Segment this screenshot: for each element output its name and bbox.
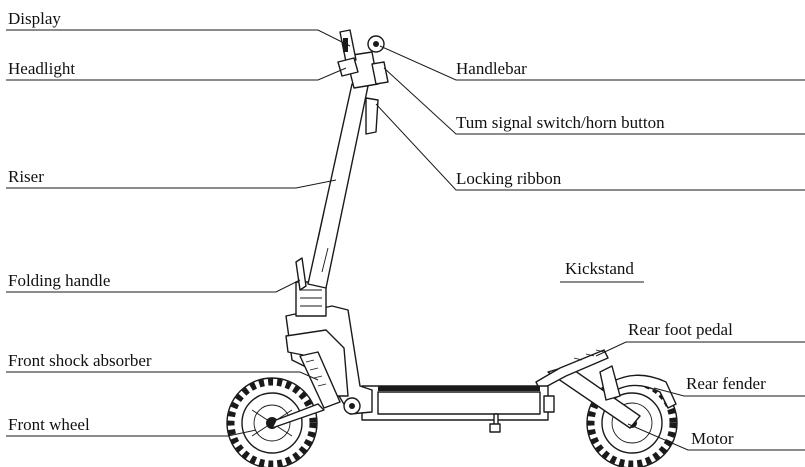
leader-front-shock	[6, 371, 319, 381]
label-turn-signal-switch: Tum signal switch/horn button	[456, 113, 665, 132]
leader-folding-handle	[6, 279, 301, 293]
front-shock-absorber	[271, 351, 341, 429]
kickstand	[489, 413, 501, 433]
leader-headlight	[6, 67, 347, 81]
leader-rear-fender	[653, 387, 805, 397]
headlight-unit	[337, 57, 359, 77]
riser-stem	[307, 83, 379, 289]
label-headlight: Headlight	[8, 59, 75, 78]
label-handlebar: Handlebar	[456, 59, 527, 78]
leader-turn-signal	[383, 67, 805, 135]
folding-mechanism	[295, 257, 327, 317]
deck	[361, 385, 555, 421]
leader-motor	[627, 423, 805, 451]
label-front-shock-absorber: Front shock absorber	[8, 351, 152, 370]
front-wheel	[226, 377, 318, 467]
label-motor: Motor	[691, 429, 734, 448]
label-front-wheel: Front wheel	[8, 415, 90, 434]
label-riser: Riser	[8, 167, 44, 186]
scooter-illustration	[226, 29, 678, 467]
leader-lines	[6, 29, 805, 451]
leader-front-wheel	[6, 429, 257, 437]
leader-rear-foot-pedal	[595, 341, 805, 357]
label-kickstand: Kickstand	[565, 259, 634, 278]
leader-display	[6, 29, 351, 47]
rear-fender	[601, 374, 677, 409]
front-frame	[285, 305, 373, 415]
label-rear-foot-pedal: Rear foot pedal	[628, 320, 733, 339]
leader-handlebar	[379, 45, 805, 81]
leader-riser	[6, 179, 337, 189]
label-locking-ribbon: Locking ribbon	[456, 169, 562, 188]
label-folding-handle: Folding handle	[8, 271, 110, 290]
part-labels: Display Headlight Riser Folding handle F…	[8, 9, 766, 448]
label-display: Display	[8, 9, 61, 28]
label-rear-fender: Rear fender	[686, 374, 766, 393]
leader-locking-ribbon	[375, 103, 805, 191]
